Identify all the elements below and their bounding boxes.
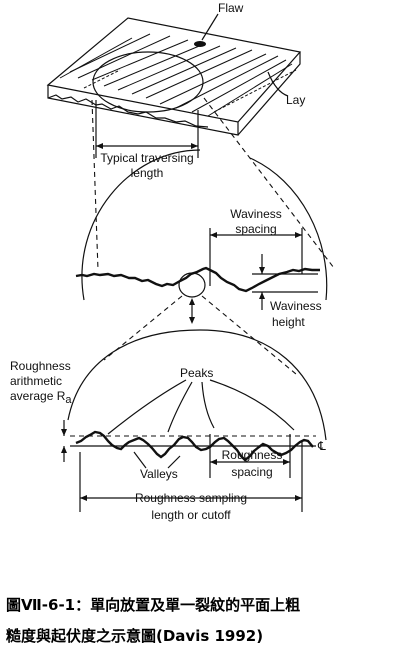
lay-leader	[267, 71, 289, 97]
flaw-label: Flaw	[218, 1, 244, 15]
traversing-label-line1: Typical traversing	[100, 151, 193, 165]
block-front-face	[47, 85, 239, 136]
block-right-face	[237, 52, 301, 136]
caption-line-2: 糙度與起伏度之示意圖(Davis 1992)	[6, 627, 263, 645]
roughness-avg-text: average R	[10, 389, 66, 403]
waviness-spacing-label-2: spacing	[235, 222, 276, 236]
detail-dash-right	[201, 295, 297, 375]
roughness-avg-label-2: arithmetic	[10, 374, 62, 388]
valleys-label: Valleys	[140, 467, 178, 481]
specimen-block	[46, 17, 302, 136]
waviness-spacing-label-1: Waviness	[230, 207, 282, 221]
flaw-leader	[201, 13, 219, 41]
magnify-dash-left	[91, 99, 99, 271]
waviness-height-label-1: Waviness	[270, 299, 322, 313]
sampling-label-2: length or cutoff	[151, 508, 231, 522]
block-rough-edge	[47, 94, 209, 128]
caption-line-1: 圖Ⅶ-6-1：單向放置及單一裂紋的平面上粗	[6, 596, 300, 614]
bottom-arc-right	[199, 329, 327, 441]
centerline-symbol: ℄	[317, 439, 326, 453]
peaks-leader-1	[107, 379, 187, 435]
valleys-leader-2	[167, 455, 181, 469]
peaks-leader-3	[201, 381, 215, 429]
rough-spacing-label-1: Roughness	[222, 448, 283, 462]
roughness-curve	[75, 430, 314, 462]
flaw-mark	[194, 41, 206, 47]
ra-arrowheads	[61, 429, 67, 453]
traversing-label-line2: length	[131, 166, 164, 180]
roughness-avg-label-1: Roughness	[10, 359, 71, 373]
peaks-label: Peaks	[180, 366, 213, 380]
detail-double-arrowheads	[189, 298, 195, 324]
valleys-leader-1	[133, 451, 147, 469]
peaks-leader-2	[167, 381, 193, 433]
rough-spacing-label-2: spacing	[231, 465, 272, 479]
mid-arc-left	[81, 149, 201, 301]
waviness-height-arrows	[259, 267, 265, 299]
waviness-profile	[75, 266, 320, 293]
waviness-curve	[75, 266, 320, 293]
roughness-avg-label-3: average Ra	[10, 389, 72, 406]
peaks-leader-4	[209, 379, 295, 431]
roughness-profile	[75, 430, 314, 462]
mid-arc-right	[249, 157, 328, 301]
magnifier-circle	[92, 51, 204, 113]
magnify-dash-right	[203, 97, 335, 269]
bottom-arc-left	[67, 329, 201, 421]
sampling-label-1: Roughness sampling	[135, 491, 247, 505]
waviness-height-label-2: height	[272, 315, 305, 329]
roughness-avg-subscript: a	[65, 394, 72, 406]
lay-label: Lay	[286, 93, 305, 107]
profile-detail-circle	[178, 272, 206, 298]
